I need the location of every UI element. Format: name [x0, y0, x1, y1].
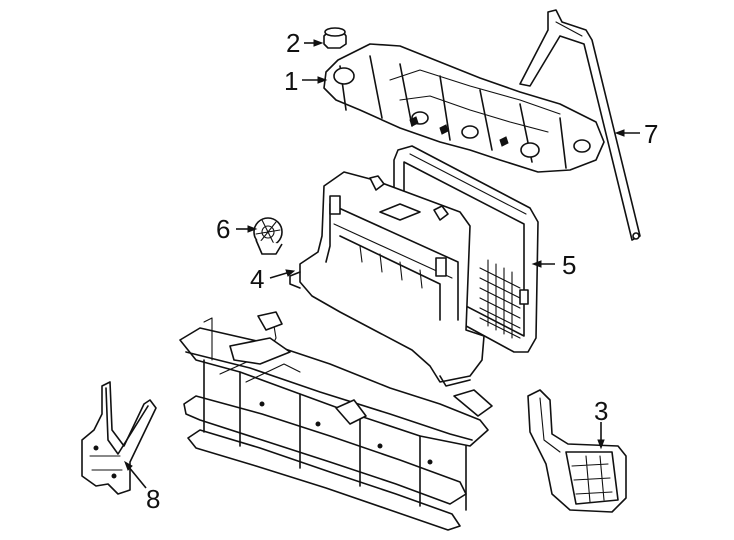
- part-1-upper-shroud: [323, 43, 605, 173]
- part-6-fan: [253, 217, 283, 255]
- part-7-support-rod: [519, 9, 641, 241]
- bumper-reinforcement: [179, 311, 493, 531]
- callout-2: 2: [286, 28, 300, 58]
- part-4-shroud-frame: [289, 171, 485, 387]
- leader-lines: [124, 39, 640, 489]
- callout-numbers: 1 2 3 4 5 6 7 8: [146, 28, 658, 514]
- leader-8: [127, 465, 147, 489]
- callout-3: 3: [594, 396, 608, 426]
- callout-1: 1: [284, 66, 298, 96]
- part-2-plug: [323, 27, 347, 49]
- callout-5: 5: [562, 250, 576, 280]
- callout-6: 6: [216, 214, 230, 244]
- callout-4: 4: [250, 264, 264, 294]
- callout-8: 8: [146, 484, 160, 514]
- part-3-air-guide: [527, 389, 627, 513]
- callout-7: 7: [644, 119, 658, 149]
- part-8-bracket: [81, 381, 157, 495]
